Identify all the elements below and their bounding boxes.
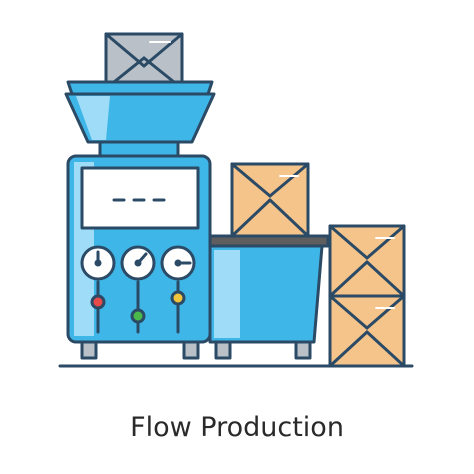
caption-text: Flow Production: [130, 412, 344, 443]
incoming-box-icon: [104, 32, 184, 84]
gauge-3-icon: [160, 245, 196, 281]
hopper-icon: [64, 80, 216, 158]
machine-feet-icon: [80, 340, 200, 360]
gauge-2-icon: [120, 245, 156, 281]
conveyor-icon: [208, 234, 330, 360]
gauge-1-icon: [80, 245, 116, 281]
sliders-icon: [90, 280, 186, 334]
box-on-conveyor-icon: [230, 162, 310, 238]
stacked-box-top-icon: [328, 224, 406, 298]
stacked-box-bottom-icon: [328, 294, 406, 368]
